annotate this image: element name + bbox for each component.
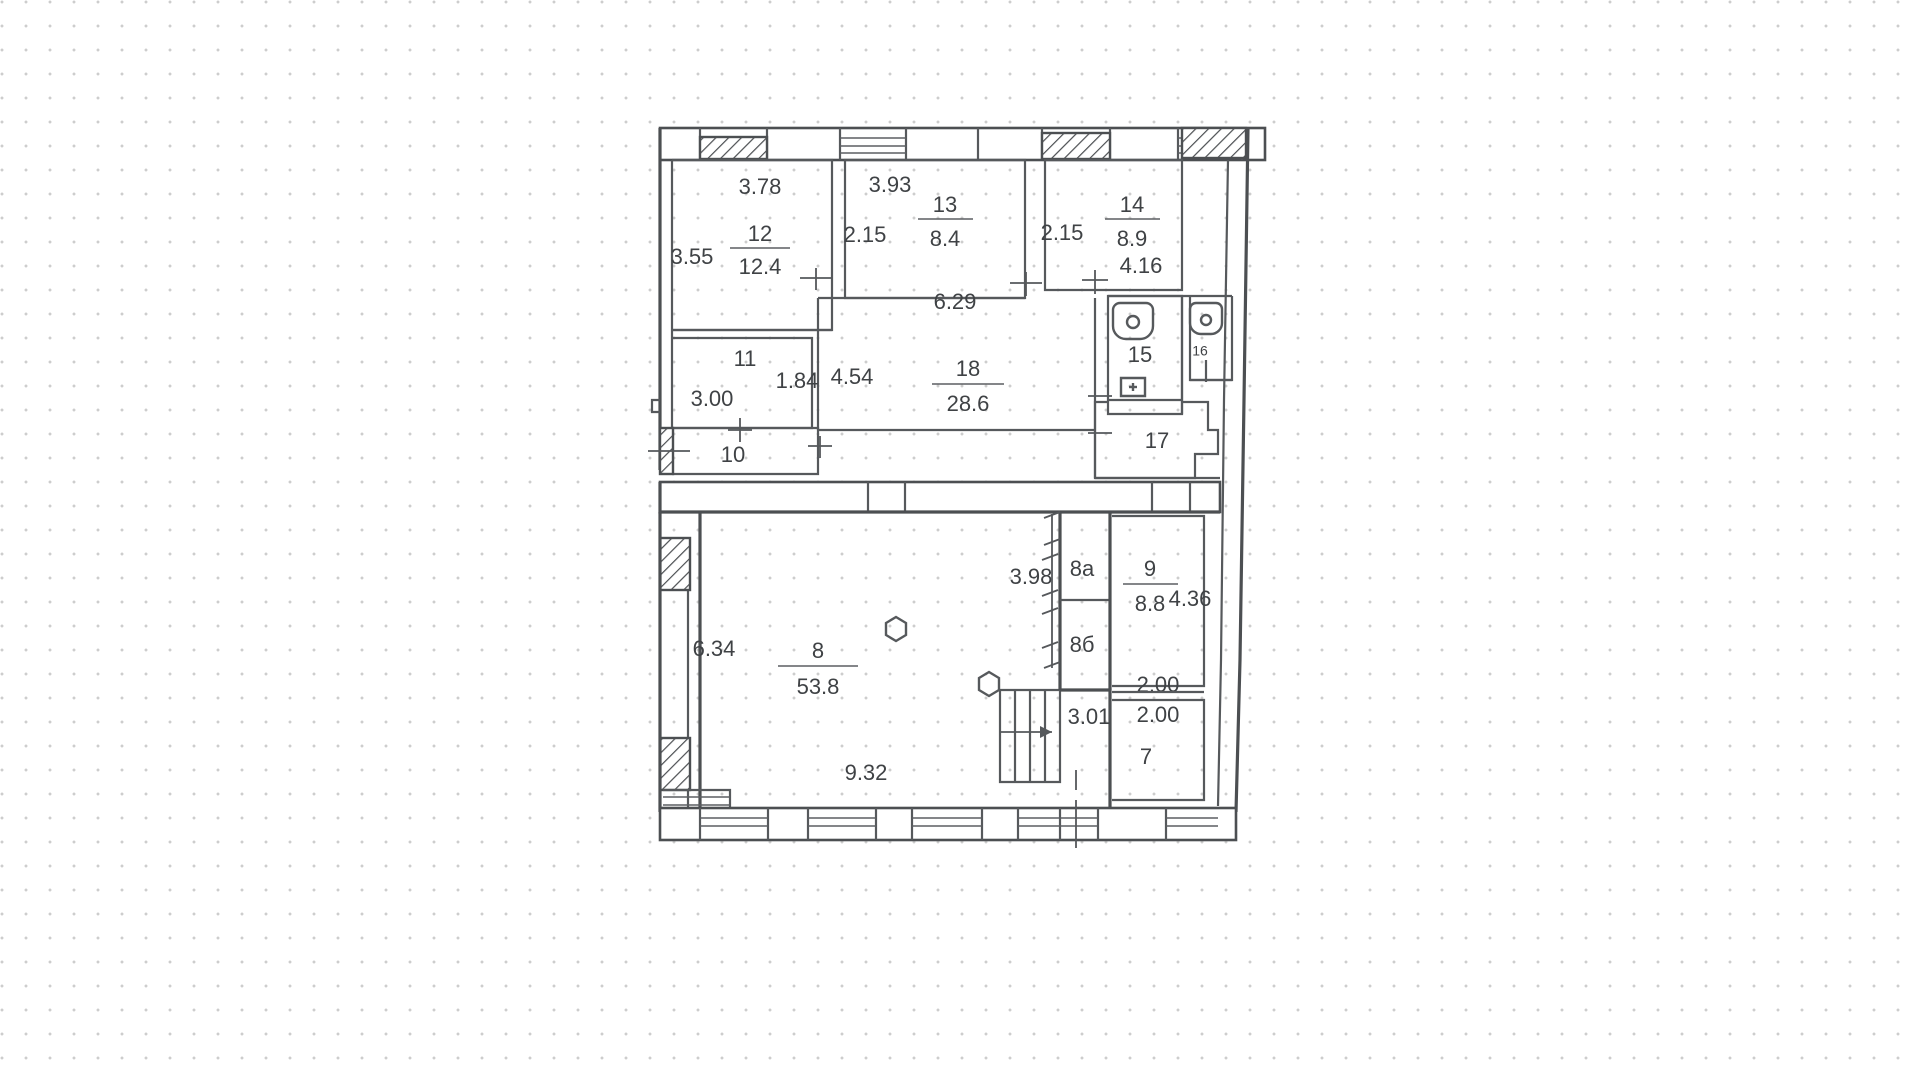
room-17-number: 17: [1145, 428, 1169, 453]
hatched-pier-right: [1180, 126, 1248, 160]
room-14-outline: [1043, 158, 1184, 292]
bottom-exterior-wall: [658, 806, 1238, 842]
dim-2-00-lower: 2.00: [1137, 702, 1180, 727]
dim-3-00: 3.00: [691, 386, 734, 411]
dim-3-55: 3.55: [671, 244, 714, 269]
room-13-area: 8.4: [930, 226, 961, 251]
room-12-number: 12: [748, 221, 772, 246]
toilet-icon: [1188, 301, 1224, 336]
dimension-chain-398: [1041, 511, 1061, 669]
dim-3-93: 3.93: [869, 172, 912, 197]
column-hexagon-icon: [977, 670, 1001, 698]
dim-9-32: 9.32: [845, 760, 888, 785]
room-16-number: 16: [1192, 343, 1208, 359]
left-exterior-wall: [650, 128, 674, 470]
dim-3-98: 3.98: [1010, 564, 1053, 589]
dim-6-34: 6.34: [693, 636, 736, 661]
detail-lines: [1093, 294, 1232, 480]
room-15-number: 15: [1128, 342, 1152, 367]
dim-3-01: 3.01: [1068, 704, 1111, 729]
right-exterior-wall: [1216, 127, 1250, 813]
dim-4-54: 4.54: [831, 364, 874, 389]
hatched-pier: [1040, 131, 1112, 161]
toilet-bowl-icon: [1199, 313, 1213, 327]
dim-2-15-left: 2.15: [844, 222, 887, 247]
sink-icon: [1119, 376, 1147, 398]
room-12-area: 12.4: [739, 254, 782, 279]
window-opening: [700, 817, 768, 827]
room-8-outline: [658, 510, 1220, 812]
room-18-number: 18: [956, 356, 980, 381]
window-opening: [808, 817, 876, 827]
window-opening: [1018, 817, 1098, 827]
room-10-number: 10: [721, 442, 745, 467]
dim-6-29: 6.29: [934, 289, 977, 314]
room-8-area: 53.8: [797, 674, 840, 699]
toilet-icon: [1111, 301, 1155, 341]
room-13-number: 13: [933, 192, 957, 217]
dim-4-16: 4.16: [1120, 253, 1163, 278]
column-hexagon-icon: [884, 615, 908, 643]
room-18-outline: [816, 296, 1097, 432]
room-9-number: 9: [1144, 556, 1156, 581]
dim-4-36: 4.36: [1169, 586, 1212, 611]
dim-3-78: 3.78: [739, 174, 782, 199]
room-8b-number: 8б: [1070, 632, 1095, 657]
room-9-outline: [1112, 514, 1206, 688]
hatched-pier: [698, 135, 769, 161]
room-7-number: 7: [1140, 744, 1152, 769]
hatched-pier-left-lower: [658, 736, 692, 792]
toilet-bowl-icon: [1125, 314, 1141, 330]
room-14-area: 8.9: [1117, 226, 1148, 251]
dim-2-15-right: 2.15: [1041, 220, 1084, 245]
dimension-ticks-rm17: [1088, 395, 1112, 434]
stair-arrow-head-icon: [1040, 726, 1052, 738]
window-opening: [840, 137, 906, 154]
top-exterior-wall: [658, 126, 1267, 162]
window-opening: [1166, 817, 1218, 827]
room-14-number: 14: [1120, 192, 1144, 217]
room-8-number: 8: [812, 638, 824, 663]
staircase: [998, 688, 1062, 784]
hatched-pier-left-upper: [658, 536, 692, 592]
room-11-number: 11: [734, 346, 757, 371]
window-opening: [912, 817, 982, 827]
room-7-outline: [1112, 690, 1206, 802]
room-9-area: 8.8: [1135, 591, 1166, 616]
dimension-ticks: [800, 268, 1108, 296]
dim-1-84: 1.84: [776, 368, 819, 393]
room-8a-number: 8a: [1070, 556, 1095, 581]
partition-8a-8b: [1058, 512, 1112, 812]
room-18-area: 28.6: [947, 391, 990, 416]
dimension-ticks-rm10: [648, 418, 832, 458]
